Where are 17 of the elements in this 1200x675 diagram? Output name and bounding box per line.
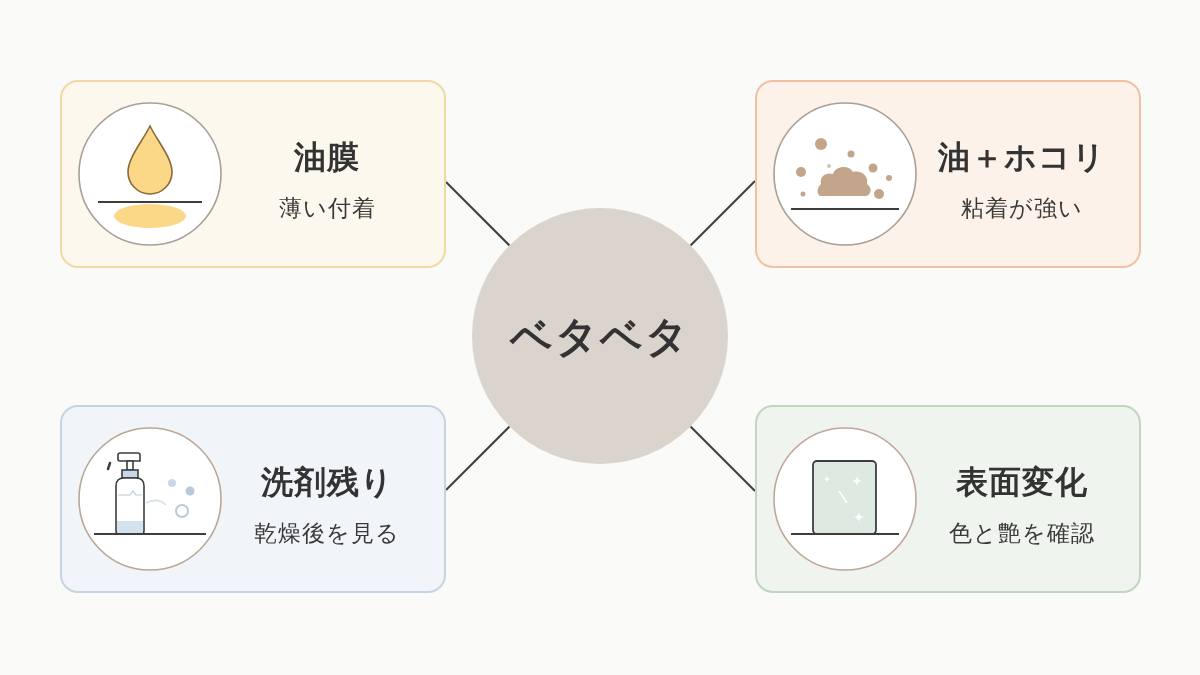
category-card: [60, 80, 446, 268]
category-card: [755, 405, 1141, 593]
card-description: 薄い付着: [278, 194, 376, 223]
card-description: 乾燥後を見る: [254, 519, 400, 548]
card-heading: 洗剤残り: [260, 462, 394, 502]
center-label: ベタベタ: [510, 310, 690, 363]
connector-line: [445, 425, 511, 491]
category-card: [755, 80, 1141, 268]
card-heading: 表面変化: [956, 462, 1088, 502]
card-description: 粘着が強い: [961, 194, 1083, 223]
card-heading: 油膜: [294, 137, 360, 177]
connector-line: [689, 425, 756, 492]
card-heading: 油＋ホコリ: [938, 137, 1106, 177]
category-card: [60, 405, 446, 593]
connector-line: [689, 180, 756, 247]
connector-line: [445, 181, 511, 247]
card-description: 色と艶を確認: [949, 519, 1095, 548]
